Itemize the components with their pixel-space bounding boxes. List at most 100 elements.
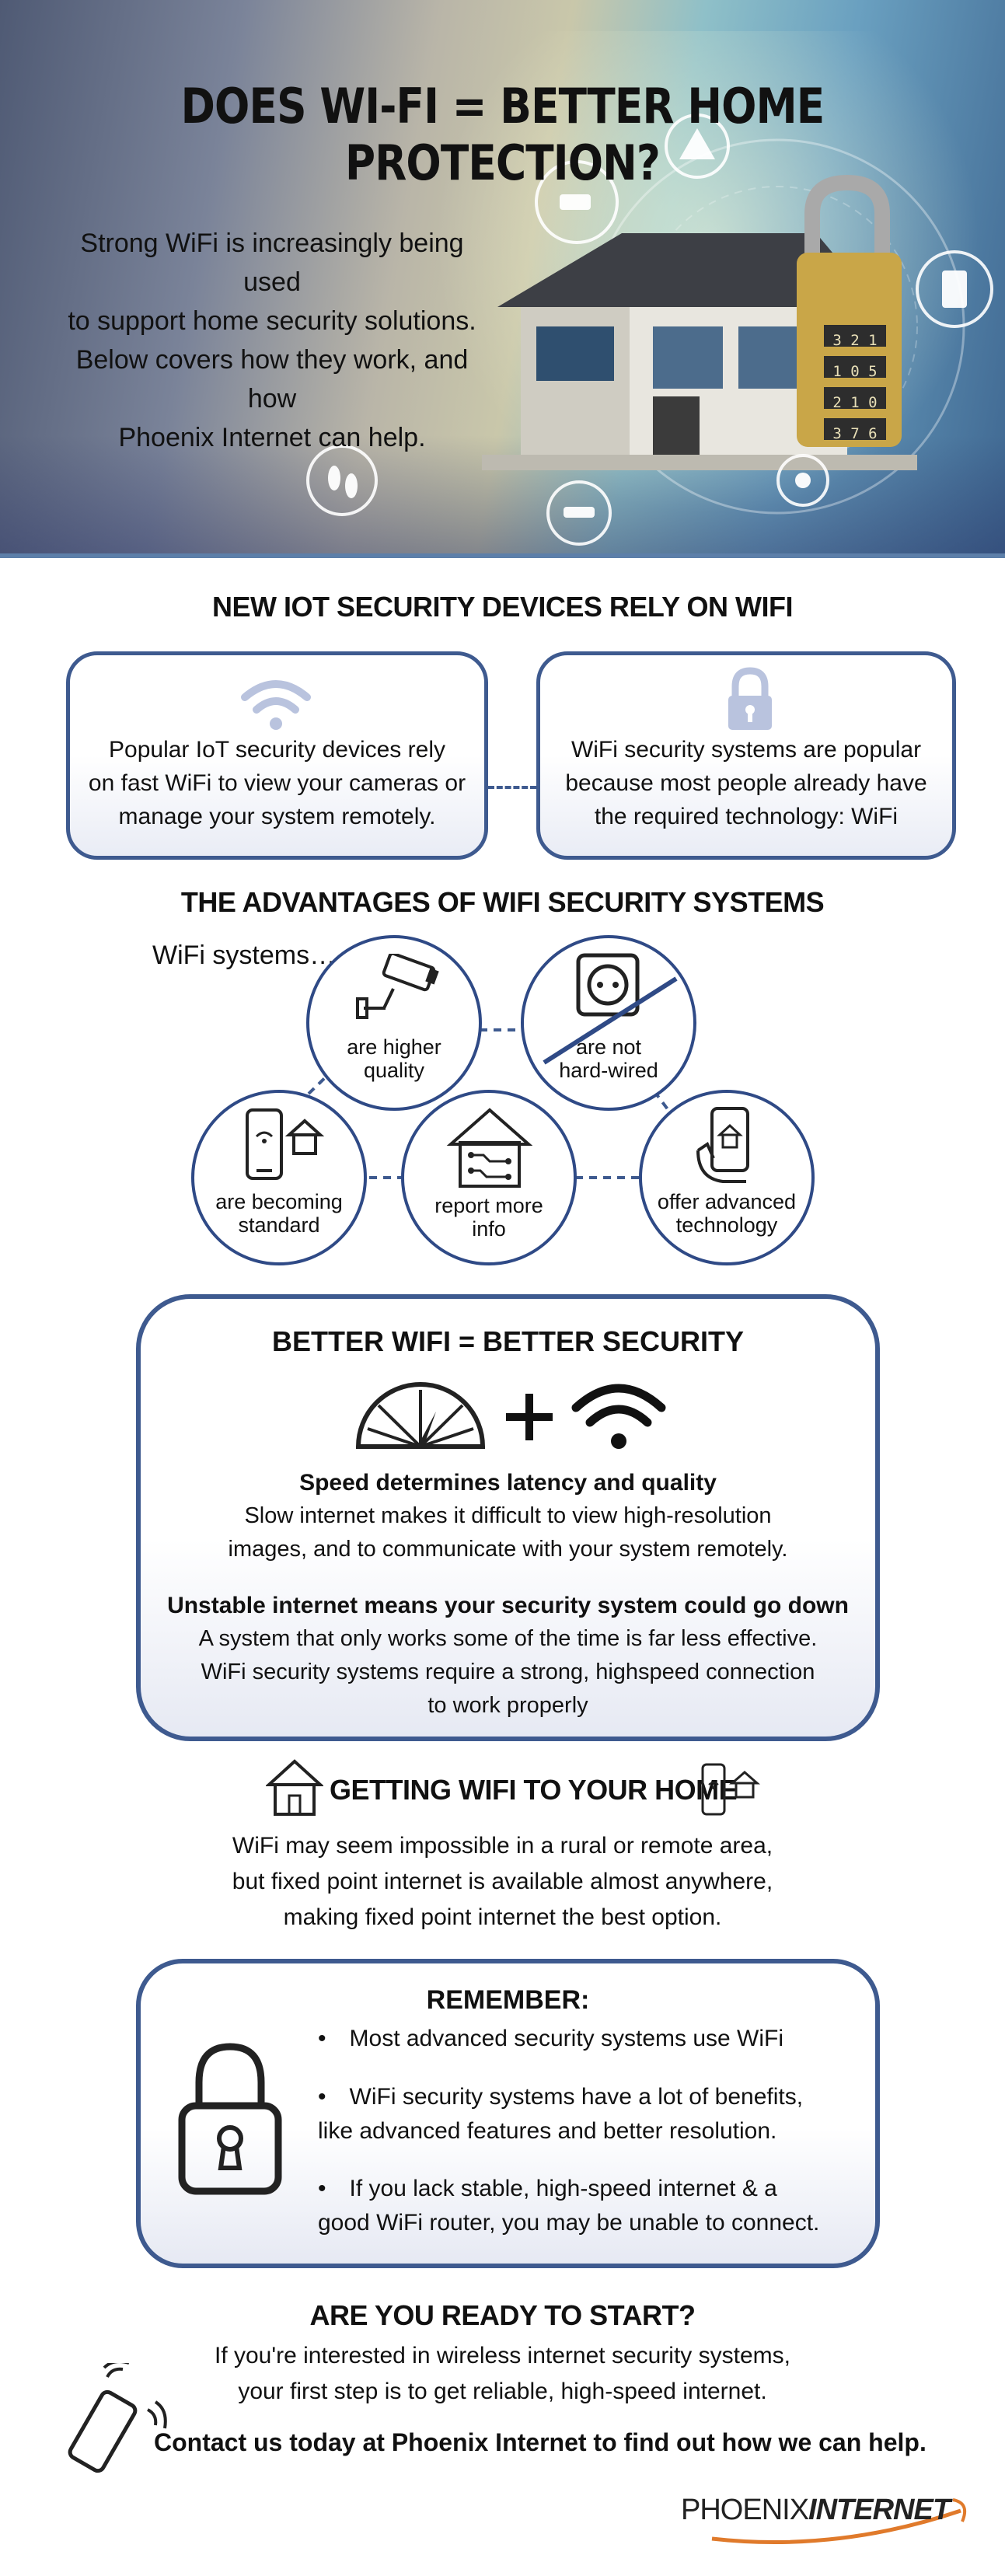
advantage-advanced-technology: offer advanced technology [639,1090,815,1265]
better-wifi-icons [355,1382,666,1449]
lock-icon [728,667,772,730]
iot-card-left-text: Popular IoT security devices rely on fas… [70,733,484,833]
unstable-line: to work properly [427,1693,588,1718]
padlock-illustration [797,174,902,447]
house-illustration [482,233,917,470]
contact-cta[interactable]: Contact us today at Phoenix Internet to … [154,2428,926,2456]
logo-wordmark: PHOENIXINTERNET [681,2494,951,2527]
remember-bullet: •Most advanced security systems use WiFi [318,2022,783,2056]
ready-line: If you're interested in wireless interne… [214,2343,790,2368]
advantage-label-line: standard [238,1213,320,1237]
advantages-connectors [277,1028,686,1179]
card-line: WiFi security systems are popular [571,737,922,763]
wifi-icon [241,680,311,730]
getting-line: but fixed point internet is available al… [232,1869,773,1894]
advantage-label-line: hard-wired [559,1059,658,1082]
padlock-code: 2 1 0 [832,394,878,411]
speedometer-icon [355,1382,486,1449]
bullet-dot: • [318,2026,326,2051]
advantage-label: are becoming standard [194,1190,364,1237]
bullet-line: WiFi security systems have a lot of bene… [349,2084,804,2110]
camera-badge-icon [535,160,619,244]
keypad-badge-icon [916,250,993,328]
iot-card-left: Popular IoT security devices rely on fas… [66,651,488,860]
iot-section-title: NEW IOT SECURITY DEVICES RELY ON WIFI [212,591,793,623]
advantage-label-line: technology [675,1213,778,1237]
smart-home-phone-icon [246,1108,325,1180]
remember-title: REMEMBER: [426,1985,590,2015]
advantage-becoming-standard: are becoming standard [191,1090,367,1265]
bullet-dot: • [318,2084,326,2110]
advantage-label: offer advanced technology [642,1190,811,1237]
advantages-section-title: THE ADVANTAGES OF WIFI SECURITY SYSTEMS [180,886,825,918]
unstable-line: A system that only works some of the tim… [198,1626,818,1651]
iot-card-right-text: WiFi security systems are popular becaus… [540,733,952,833]
card-line: because most people already have [565,770,927,796]
no-outlet-icon [543,953,678,1065]
advantage-label-line: are not [575,1035,642,1059]
house-icon [266,1759,323,1816]
advantage-label: are not hard-wired [524,1035,693,1082]
advantage-label-line: info [472,1217,506,1241]
logo-bold-text: INTERNET [808,2494,951,2526]
phoenix-internet-logo[interactable]: PHOENIXINTERNET [681,2487,976,2550]
plus-icon [506,1394,553,1440]
advantage-label: are higher quality [309,1035,479,1082]
advantages-lead: WiFi systems… [152,941,337,970]
getting-wifi-text: WiFi may seem impossible in a rural or r… [0,1828,1005,1935]
unstable-line: WiFi security systems require a strong, … [201,1660,815,1684]
speed-heading: Speed determines latency and quality [299,1470,717,1496]
padlock-codes: 3 2 1 1 0 5 2 1 0 3 7 6 [824,325,886,449]
getting-wifi-title: GETTING WIFI TO YOUR HOME [330,1774,738,1806]
unstable-heading: Unstable internet means your security sy… [167,1593,849,1618]
bullet-line: like advanced features and better resolu… [318,2118,777,2144]
eye-badge-icon [776,454,829,507]
hero-illustration [306,113,993,546]
ready-line: your first step is to get reliable, high… [238,2379,767,2404]
iot-card-right: WiFi security systems are popular becaus… [536,651,956,860]
unstable-text: A system that only works some of the tim… [141,1622,875,1723]
hero-intro-line: Phoenix Internet can help. [118,423,426,452]
hero-intro-line: Below covers how they work, and how [75,345,469,414]
security-camera-icon [356,954,439,1019]
iot-connector [488,786,536,789]
ready-section-title: ARE YOU READY TO START? [309,2299,696,2331]
advantage-label-line: report more [434,1194,543,1217]
lock-icon [178,2043,282,2195]
page-title: DOES WI-FI = BETTER HOME PROTECTION? [180,78,825,191]
better-wifi-title: BETTER WIFI = BETTER SECURITY [271,1325,745,1357]
advantage-not-hardwired: are not hard-wired [521,935,696,1111]
hero-divider [0,553,1005,558]
hero-intro-line: to support home security solutions. [68,306,476,336]
speed-line: Slow internet makes it difficult to view… [244,1503,772,1528]
advantage-label-line: are higher [347,1035,441,1059]
bullet-line: good WiFi router, you may be unable to c… [318,2210,820,2236]
card-line: Popular IoT security devices rely [109,737,445,763]
warning-badge-icon [665,113,730,179]
remember-card: REMEMBER: •Most advanced security system… [136,1959,880,2268]
remember-bullet: • WiFi security systems have a lot of ben… [318,2080,803,2148]
speed-line: images, and to communicate with your sys… [228,1537,788,1562]
advantage-label-line: offer advanced [657,1190,797,1213]
smart-home-phone-icon [701,1763,760,1816]
padlock-code: 3 7 6 [832,425,878,442]
advantage-label-line: are becoming [215,1190,343,1213]
logo-light-text: PHOENIX [681,2494,809,2526]
wifi-icon [571,1384,666,1449]
card-line: on fast WiFi to view your cameras or [88,770,466,796]
better-wifi-card: BETTER WIFI = BETTER SECURITY Speed dete… [136,1294,880,1741]
phone-signal-icon [68,2363,167,2473]
remember-bullet: •If you lack stable, high-speed internet… [318,2172,819,2240]
card-line: manage your system remotely. [118,804,436,829]
hand-phone-home-icon [696,1107,749,1183]
getting-line: WiFi may seem impossible in a rural or r… [232,1833,773,1859]
hero-banner: DOES WI-FI = BETTER HOME PROTECTION? Str… [0,0,1005,558]
hero-intro-line: Strong WiFi is increasingly being used [80,229,464,297]
footprints-badge-icon [306,445,378,516]
getting-line: making fixed point internet the best opt… [283,1904,722,1930]
advantage-report-more-info: report more info [401,1090,577,1265]
advantage-label-line: quality [363,1059,425,1082]
card-line: the required technology: WiFi [594,804,899,829]
bullet-dot: • [318,2176,326,2201]
hero-intro: Strong WiFi is increasingly being used t… [54,224,490,457]
